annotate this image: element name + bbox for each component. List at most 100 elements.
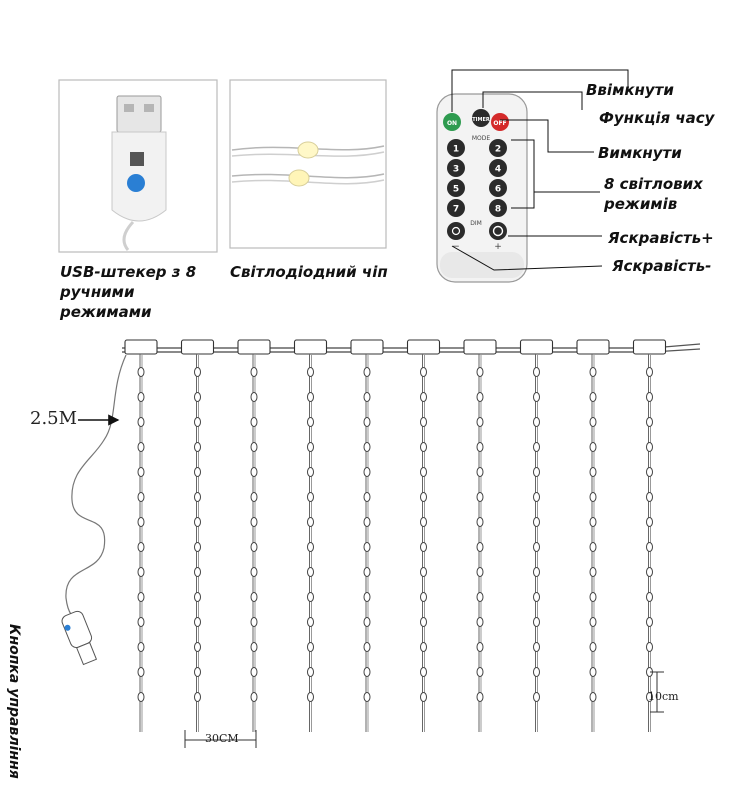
bulb bbox=[646, 592, 653, 602]
bulb bbox=[363, 542, 371, 552]
callout-off: Вимкнути bbox=[598, 144, 682, 162]
bulb bbox=[307, 467, 314, 477]
digit-key-label: 5 bbox=[453, 185, 459, 195]
cable-length-label: 2.5M bbox=[30, 408, 78, 429]
usb-plug-caption: USB-штекер з 8 ручними режимами bbox=[60, 263, 197, 321]
remote-off-key bbox=[491, 113, 509, 131]
light-strands bbox=[124, 339, 667, 732]
bulb bbox=[307, 592, 314, 602]
strand-connector bbox=[237, 339, 271, 355]
bulb bbox=[589, 617, 597, 627]
dim-up-key bbox=[489, 222, 507, 240]
digit-key-label: 4 bbox=[495, 165, 501, 175]
bulb bbox=[420, 592, 427, 602]
bulb bbox=[363, 642, 371, 652]
bulb bbox=[137, 617, 145, 627]
bulb bbox=[363, 617, 371, 627]
bulb bbox=[589, 367, 597, 377]
digit-key bbox=[489, 159, 507, 177]
bulb bbox=[476, 592, 484, 602]
callout-timer: Функція часу bbox=[599, 109, 715, 127]
bulb bbox=[589, 392, 597, 402]
bulb bbox=[307, 392, 314, 402]
bulb bbox=[476, 417, 484, 427]
bulb bbox=[307, 692, 314, 702]
dim-minus-sign: − bbox=[452, 242, 460, 252]
bulb bbox=[194, 392, 201, 402]
sun-large-icon bbox=[492, 225, 504, 237]
bulb bbox=[363, 567, 371, 577]
bulb bbox=[250, 542, 258, 552]
bulb bbox=[137, 392, 145, 402]
bulb bbox=[420, 642, 427, 652]
bulb bbox=[137, 417, 145, 427]
bulb bbox=[646, 567, 653, 577]
bulb bbox=[589, 542, 597, 552]
bulb bbox=[250, 617, 258, 627]
callout-modes: 8 світлових режимів bbox=[604, 175, 703, 213]
bulb bbox=[476, 667, 484, 677]
bulb bbox=[420, 517, 427, 527]
bulb bbox=[533, 692, 540, 702]
remote-callout-lines bbox=[451, 69, 629, 271]
bulb-spacing-dimension bbox=[650, 671, 664, 713]
bulb bbox=[363, 417, 371, 427]
bulb bbox=[533, 617, 540, 627]
bulb bbox=[646, 517, 653, 527]
bulb bbox=[589, 667, 597, 677]
bulb bbox=[476, 642, 484, 652]
bulb bbox=[420, 367, 427, 377]
bulb bbox=[589, 467, 597, 477]
bulb bbox=[476, 492, 484, 502]
bulb bbox=[476, 442, 484, 452]
bulb bbox=[646, 642, 653, 652]
control-button-icon bbox=[64, 624, 71, 631]
bulb bbox=[137, 667, 145, 677]
bulb bbox=[420, 392, 427, 402]
usb-cable bbox=[65, 354, 127, 621]
bulb bbox=[250, 392, 258, 402]
bulb bbox=[476, 367, 484, 377]
remote-mode-label: MODE bbox=[472, 135, 491, 142]
remote-on-label: ON bbox=[447, 120, 457, 127]
bulb bbox=[589, 442, 597, 452]
bulb bbox=[250, 692, 258, 702]
bulb bbox=[420, 492, 427, 502]
strand-connector bbox=[124, 339, 158, 355]
bulb bbox=[533, 642, 540, 652]
bulb bbox=[533, 467, 540, 477]
bulb bbox=[363, 442, 371, 452]
strand-connector bbox=[632, 339, 667, 355]
bulb bbox=[363, 667, 371, 677]
bulb bbox=[307, 492, 314, 502]
bulb bbox=[194, 667, 201, 677]
bulb bbox=[533, 367, 540, 377]
bulb bbox=[363, 392, 371, 402]
bulb bbox=[420, 417, 427, 427]
strand-spacing-label: 30CM bbox=[205, 732, 239, 745]
bulb bbox=[307, 417, 314, 427]
bulb bbox=[589, 492, 597, 502]
bulb bbox=[646, 392, 653, 402]
strand-spacing-dimension bbox=[184, 730, 257, 748]
bulb bbox=[137, 442, 145, 452]
bulb bbox=[194, 567, 201, 577]
digit-key-label: 7 bbox=[453, 205, 459, 215]
bulb bbox=[533, 492, 540, 502]
bulb bbox=[589, 567, 597, 577]
bulb bbox=[646, 442, 653, 452]
dim-plus-sign: + bbox=[494, 242, 502, 252]
strand-connector bbox=[293, 339, 328, 355]
bulb bbox=[307, 642, 314, 652]
bulb bbox=[363, 517, 371, 527]
bulb bbox=[646, 417, 653, 427]
bulb bbox=[250, 492, 258, 502]
bulb bbox=[137, 592, 145, 602]
bulb bbox=[646, 617, 653, 627]
bulb bbox=[194, 592, 201, 602]
strand-connector bbox=[519, 339, 554, 355]
bulb bbox=[307, 442, 314, 452]
bulb bbox=[137, 467, 145, 477]
